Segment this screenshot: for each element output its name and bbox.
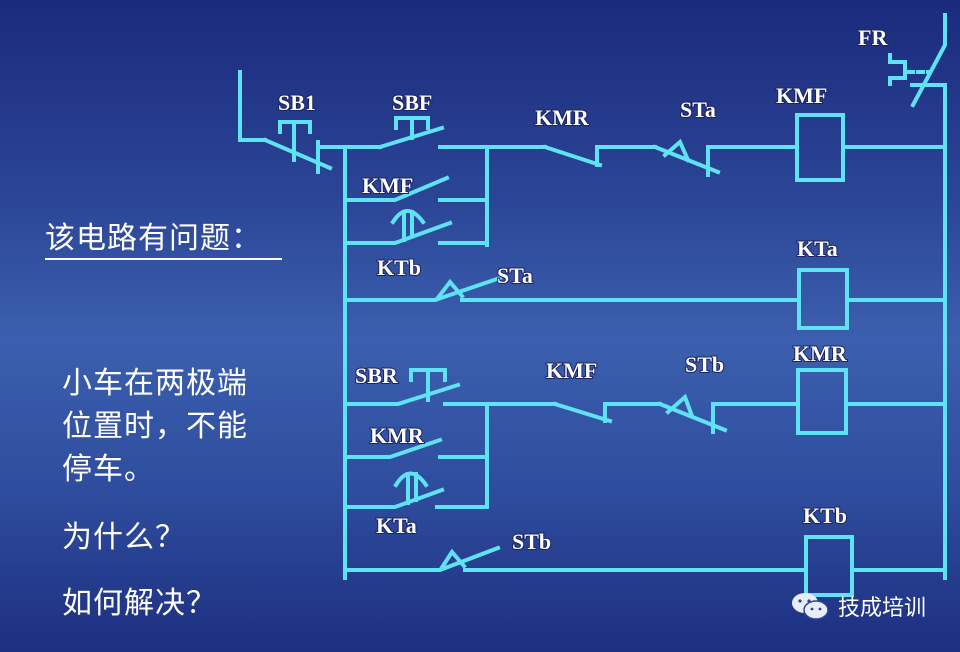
label-sbf: SBF	[392, 90, 432, 115]
label-sb1: SB1	[278, 90, 316, 115]
label-sta-no: STa	[497, 263, 533, 288]
component-labels: SB1 SBF KMR STa KMF FR KMF KTb STa KTa S…	[277, 24, 889, 555]
label-kmr-nc: KMR	[535, 105, 590, 130]
label-fr: FR	[858, 25, 888, 50]
label-ktb-coil: KTb	[803, 503, 847, 528]
label-ktb-contact: KTb	[377, 255, 421, 280]
supply-wire	[238, 70, 267, 142]
question-line-3: 停车。	[62, 452, 155, 487]
kmf-nc-contact	[552, 401, 662, 424]
watermark-text: 技成培训	[838, 596, 927, 621]
label-kta-coil: KTa	[797, 236, 838, 261]
question-how: 如何解决？	[62, 586, 217, 621]
sbr-start-button	[343, 368, 557, 509]
label-sta-nc: STa	[680, 97, 716, 122]
kmf-holding-contact	[343, 175, 489, 202]
fr-thermal-element	[888, 53, 907, 86]
kmr-coil	[796, 368, 848, 435]
question-line-1: 小车在两极端	[62, 366, 248, 401]
label-kmf-coil: KMF	[776, 83, 827, 108]
kta-timer-contact	[343, 471, 489, 509]
question-title: 该电路有问题：	[45, 220, 282, 260]
label-stb-no: STb	[512, 529, 551, 554]
label-kmr-contact: KMR	[370, 423, 425, 448]
sta-no-limit-switch	[343, 275, 800, 302]
label-kta-contact: KTa	[376, 513, 417, 538]
fr-overload-contact	[910, 13, 947, 108]
question-why: 为什么？	[62, 520, 186, 555]
kmf-coil	[795, 113, 845, 182]
label-kmf-nc: KMF	[546, 358, 597, 383]
question-line-2: 位置时，不能	[62, 409, 248, 444]
wechat-icon	[792, 593, 829, 620]
kmr-nc-contact	[542, 144, 657, 168]
sb1-stop-button	[262, 120, 382, 174]
kta-coil	[797, 268, 849, 330]
stb-no-limit-switch	[343, 545, 807, 572]
wires	[238, 13, 947, 597]
stb-nc-limit-switch	[657, 393, 799, 434]
label-kmr-coil: KMR	[793, 341, 848, 366]
watermark: 技成培训	[790, 590, 926, 622]
sta-nc-limit-switch	[652, 138, 797, 177]
ktb-timer-contact	[343, 209, 489, 245]
label-sbr: SBR	[355, 363, 399, 388]
label-stb-nc: STb	[685, 352, 724, 377]
label-kmf-contact: KMF	[362, 173, 413, 198]
kmr-holding-contact	[343, 437, 489, 459]
sbf-start-button	[377, 116, 547, 247]
ktb-coil	[804, 535, 854, 597]
